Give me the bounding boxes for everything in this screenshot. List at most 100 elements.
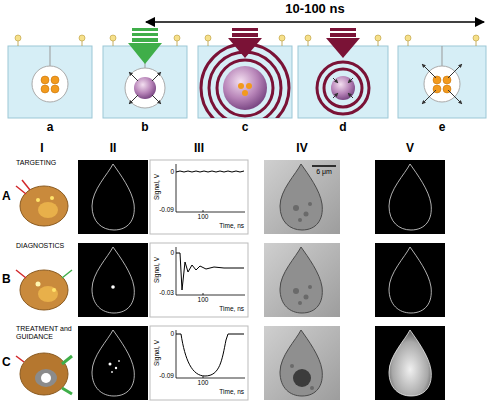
illustration-line <box>476 41 477 46</box>
column-header: I <box>40 142 43 156</box>
illustration-rect <box>398 46 486 118</box>
illustration-use <box>389 330 431 396</box>
axis-title: Time, ns <box>219 388 244 395</box>
illustration-g <box>317 62 369 114</box>
scale-bar-label: 6 μm <box>316 168 332 176</box>
illustration-polygon <box>228 38 262 58</box>
panel-letter: b <box>141 121 148 135</box>
illustration-g <box>264 160 340 400</box>
illustration-circle <box>41 85 49 93</box>
tick-label: 0 <box>170 249 174 256</box>
illustration-circle <box>36 198 40 202</box>
illustration-polyline <box>176 171 244 172</box>
tick-label: -0.03 <box>159 289 174 296</box>
illustration-circle <box>209 52 281 118</box>
illustration-g <box>16 180 72 395</box>
illustration-line <box>422 64 436 78</box>
illustration-circle <box>32 66 68 102</box>
illustration-line <box>82 41 83 46</box>
illustration-circle <box>111 285 115 289</box>
illustration-circle <box>317 62 369 114</box>
tick-label: 100 <box>198 379 209 386</box>
column-header: IV <box>296 142 307 156</box>
illustration-circle <box>41 373 51 383</box>
illustration-use <box>280 247 322 313</box>
illustration-g <box>16 270 26 278</box>
illustration-g <box>238 83 252 96</box>
illustration-g <box>62 270 72 278</box>
illustration-ellipse <box>38 202 58 218</box>
illustration-circle <box>174 35 180 41</box>
illustration-polyline <box>176 164 245 212</box>
illustration-circle <box>36 282 41 287</box>
illustration-circle <box>238 83 244 89</box>
illustration-circle <box>110 35 116 41</box>
illustration-line <box>203 210 204 212</box>
illustration-line <box>308 41 309 46</box>
illustration-g <box>375 160 445 400</box>
duration-label: 10-100 ns <box>285 2 344 17</box>
illustration-line <box>442 46 443 66</box>
illustration-g <box>129 72 161 104</box>
row-title: TARGETING <box>16 159 74 167</box>
illustration-circle <box>125 68 165 108</box>
axis-title: Signal, V <box>153 340 160 366</box>
illustration-line <box>152 95 161 104</box>
illustration-ellipse <box>35 369 57 387</box>
axis-title: Signal, V <box>153 257 160 283</box>
illustration-polygon <box>128 43 162 64</box>
illustration-line <box>50 46 51 66</box>
illustration-rect <box>232 28 258 31</box>
panel-letter: a <box>47 121 54 135</box>
illustration-rect <box>150 326 248 400</box>
panel-letter: c <box>242 121 249 135</box>
tick-label: -0.09 <box>159 206 174 213</box>
illustration-line <box>408 41 409 46</box>
illustration-rect <box>232 33 258 37</box>
illustration-ellipse <box>38 286 58 302</box>
illustration-circle <box>15 35 21 41</box>
illustration-g <box>228 28 262 58</box>
illustration-circle <box>41 76 49 84</box>
illustration-line <box>448 64 462 78</box>
illustration-polygon <box>326 38 360 58</box>
illustration-g <box>16 180 30 194</box>
illustration-line <box>129 95 138 104</box>
illustration-g <box>176 171 244 376</box>
tick-label: 100 <box>198 296 209 303</box>
illustration-circle <box>79 35 85 41</box>
illustration-rect <box>132 38 158 42</box>
illustration-g <box>8 46 486 118</box>
illustration-circle <box>304 295 309 300</box>
illustration-circle <box>51 85 59 93</box>
illustration-circle <box>118 360 120 362</box>
illustration-rect <box>375 326 445 400</box>
illustration-circle <box>324 69 362 107</box>
illustration-line <box>348 93 353 98</box>
illustration-use <box>92 164 134 230</box>
row-letter: A <box>2 190 11 204</box>
illustration-circle <box>279 35 285 41</box>
illustration-line <box>113 41 114 46</box>
tick-label: 100 <box>198 213 209 220</box>
illustration-rect <box>264 160 340 234</box>
illustration-g <box>290 202 314 390</box>
illustration-circle <box>375 35 381 41</box>
illustration-g <box>41 76 59 93</box>
row-letter: C <box>2 356 11 370</box>
illustration-line <box>333 93 338 98</box>
illustration-circle <box>115 367 117 369</box>
illustration-line <box>208 41 209 46</box>
illustration-use <box>280 164 322 230</box>
illustration-g <box>176 164 245 378</box>
illustration-rect <box>78 160 148 234</box>
illustration-rect <box>264 243 340 317</box>
illustration-line <box>203 293 204 295</box>
illustration-use <box>92 247 134 313</box>
illustration-circle <box>50 196 54 200</box>
illustration-g <box>422 64 462 104</box>
illustration-rect <box>330 28 356 31</box>
illustration-line <box>18 41 19 46</box>
